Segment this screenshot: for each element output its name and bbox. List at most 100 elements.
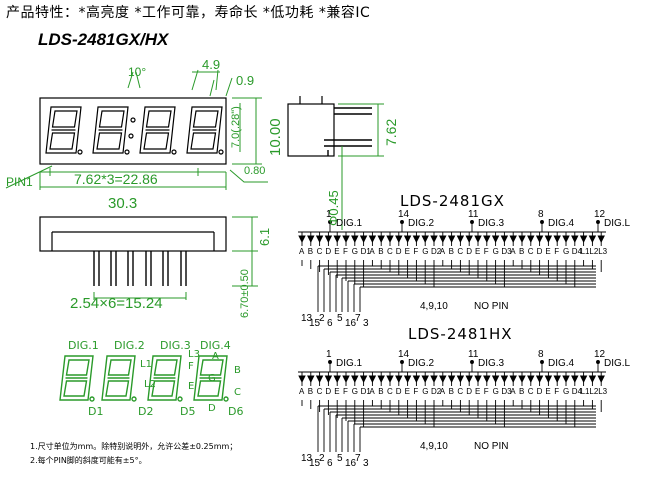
bottom-pin-1-0: 13	[301, 453, 313, 464]
segmap-dig1: DIG.1	[68, 339, 99, 352]
bottom-pin-0-5: 16	[345, 318, 357, 329]
seg-1-2: C	[316, 387, 323, 396]
seg-0-15: D2	[431, 247, 442, 256]
seg-0-33: L2	[589, 247, 599, 256]
seg-0-10: C	[387, 247, 393, 256]
circuit-hx	[298, 360, 606, 452]
segmap-dig2: DIG.2	[114, 339, 145, 352]
dig-label-1-0: DIG.1	[336, 358, 363, 369]
bottom-pin-0-1: 15	[309, 318, 321, 329]
seg-0-3: D	[325, 247, 332, 256]
seg-0-25: B	[519, 247, 525, 256]
segmap-l3: L3	[188, 349, 200, 360]
segmap-label-a: A	[212, 351, 219, 362]
segmap-dig4: DIG.4	[200, 339, 231, 352]
top-pin-1-2: 11	[468, 349, 479, 360]
segmap-digit-2	[101, 355, 137, 402]
seg-1-34: L3	[598, 387, 608, 396]
seg-0-27: D	[536, 247, 543, 256]
segmap-digit-4	[193, 355, 229, 402]
dig-label-0-2: DIG.3	[478, 218, 505, 229]
segmap-label-f: F	[188, 361, 194, 372]
bottom-pin-1-3: 6	[327, 458, 333, 469]
top-pin-1-3: 8	[538, 349, 544, 360]
bottom-pin-1-7: 3	[363, 458, 369, 469]
seg-0-16: A	[439, 247, 446, 256]
seg-1-15: D2	[431, 387, 442, 396]
pitch-label: 7.62*3=22.86	[74, 171, 158, 187]
bottom-pin-1-4: 5	[337, 453, 343, 464]
side-body-outline	[287, 103, 335, 157]
bottom-pin-0-7: 3	[363, 318, 369, 329]
seg-1-26: C	[527, 387, 534, 396]
seg-0-4: E	[334, 247, 340, 256]
top-pin-1-4: 12	[594, 349, 606, 360]
seg-0-24: A	[510, 247, 516, 256]
dig-label-1-3: DIG.4	[548, 358, 575, 369]
segmap-digit-1	[59, 355, 95, 402]
dig-label-1-4: DIG.L	[604, 358, 631, 369]
seg-1-29: F	[554, 387, 560, 396]
seg-width-label: 4.9	[202, 57, 221, 72]
pin-len-label: 6.70±0.50	[239, 269, 251, 318]
features-line: 产品特性：*高亮度 *工作可靠，寿命长 *低功耗 *兼容IC	[6, 5, 371, 21]
segmap-dig3: DIG.3	[160, 339, 191, 352]
seg-1-23: D3	[501, 387, 512, 396]
colon-dot-bottom	[128, 133, 134, 139]
seg-1-31: D4	[571, 387, 583, 396]
seg-1-22: G	[492, 387, 499, 396]
front-digit-4	[186, 106, 224, 155]
front-digits	[45, 106, 224, 155]
top-pin-1-1: 14	[398, 349, 410, 360]
side-pins	[324, 107, 372, 156]
seg-1-30: G	[563, 387, 570, 396]
seg-0-34: L3	[598, 247, 608, 256]
seg-0-11: D	[395, 247, 402, 256]
seg-1-25: B	[519, 387, 525, 396]
seg-0-32: L1	[580, 247, 590, 256]
top-pin-0-3: 8	[538, 209, 544, 220]
seg-0-8: A	[369, 247, 375, 256]
dig-label-0-3: DIG.4	[548, 218, 575, 229]
bottom-pin-1-5: 16	[345, 458, 357, 469]
nc-label-1: NO PIN	[474, 441, 509, 452]
seg-0-17: B	[448, 247, 454, 256]
seg-1-14: G	[422, 387, 429, 396]
front-digit-1	[45, 106, 83, 155]
segmap-l1: L1	[140, 359, 152, 370]
seg-1-10: C	[387, 387, 393, 396]
pin-pitch-label: 2.54×6=15.24	[70, 295, 163, 312]
nc-pins-1: 4,9,10	[420, 441, 448, 452]
seg-1-16: A	[439, 387, 446, 396]
seg-1-24: A	[510, 387, 516, 396]
seg-1-13: F	[413, 387, 419, 396]
note-1: 1.尺寸单位为mm。除特别说明外，允许公差±0.25mm；	[30, 442, 238, 451]
gap-label: 0.9	[236, 73, 255, 88]
circuit-hx-title: LDS-2481HX	[408, 325, 513, 343]
bottom-body-outline	[39, 216, 227, 252]
dig-label-0-0: DIG.1	[336, 218, 363, 229]
seg-0-12: E	[404, 247, 410, 256]
seg-1-5: F	[343, 387, 348, 396]
seg-0-5: F	[343, 247, 348, 256]
segmap-label-g: G	[208, 373, 216, 384]
seg-0-29: F	[554, 247, 560, 256]
colon-dot-top	[130, 117, 136, 123]
segmap-d6: D6	[228, 405, 244, 418]
seg-1-0: A	[299, 387, 305, 396]
segmap-label-d: D	[208, 403, 216, 414]
seg-1-17: B	[448, 387, 454, 396]
top-pin-0-4: 12	[594, 209, 606, 220]
seg-1-4: E	[334, 387, 340, 396]
seg-0-28: E	[545, 247, 551, 256]
seg-1-9: B	[378, 387, 384, 396]
segmap-label-e: E	[188, 381, 195, 392]
seg-0-9: B	[378, 247, 384, 256]
seg-0-6: G	[351, 247, 359, 256]
seg-1-12: E	[404, 387, 410, 396]
bottom-pin-1-1: 15	[309, 458, 321, 469]
dig-label-0-4: DIG.L	[604, 218, 631, 229]
angle-label: 10°	[128, 65, 147, 79]
